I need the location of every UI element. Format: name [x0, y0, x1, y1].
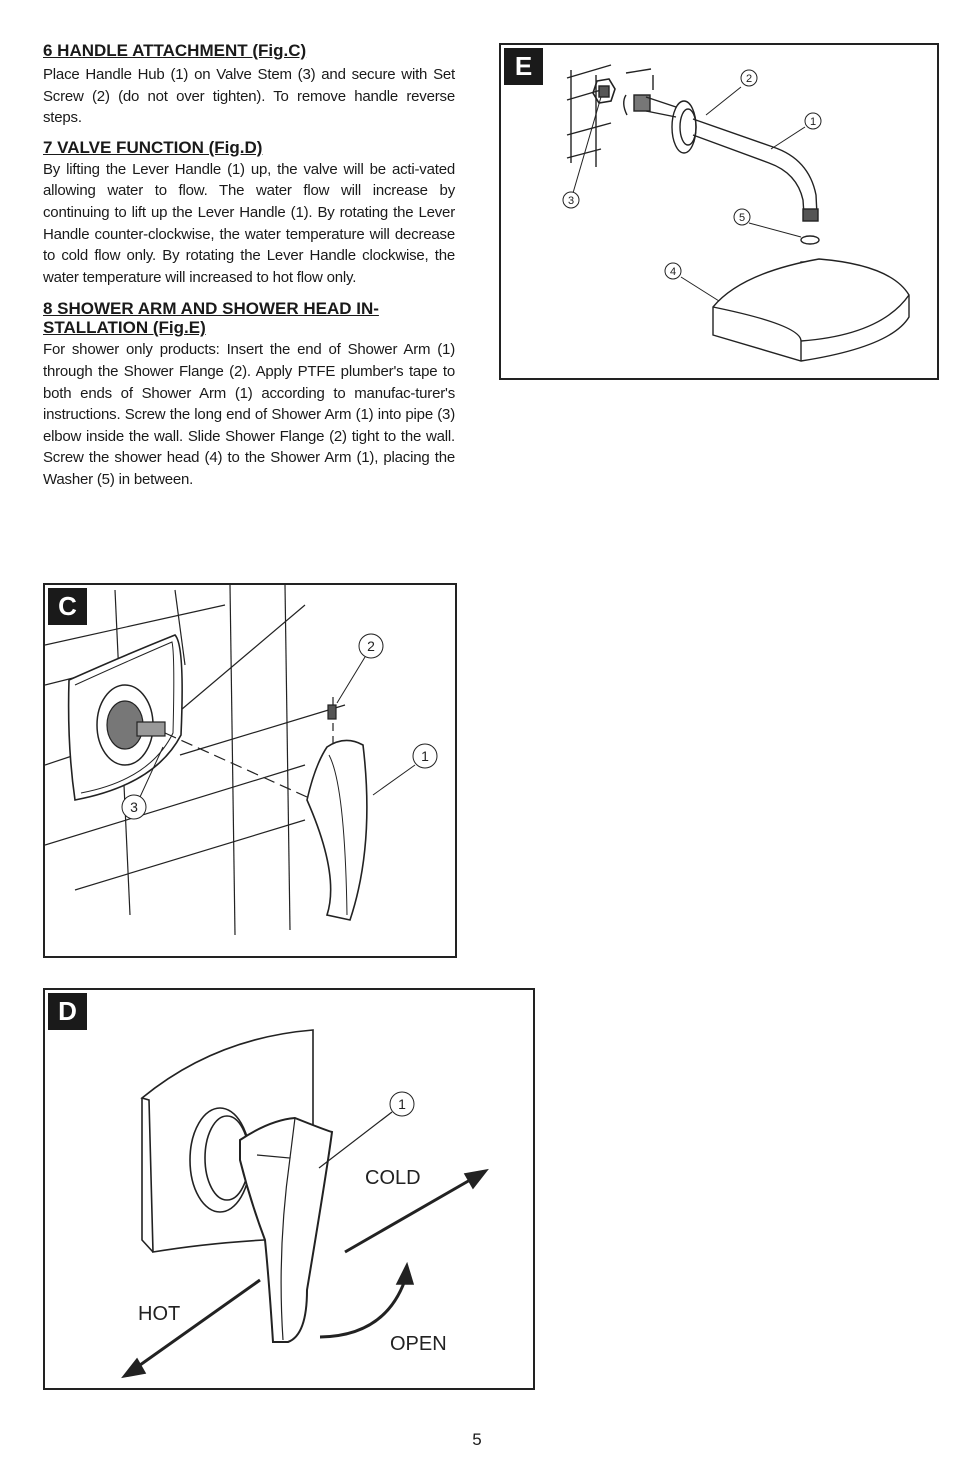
cold-label: COLD	[365, 1167, 421, 1189]
callout-e-3: 3	[568, 195, 574, 207]
shower-arm-illustration: 2 1 3 5 4	[562, 64, 910, 362]
instructions-column: 6 HANDLE ATTACHMENT (Fig.C) Place Handle…	[43, 41, 455, 491]
callout-c-1: 1	[421, 748, 429, 764]
section-7-heading: 7 VALVE FUNCTION (Fig.D)	[43, 137, 263, 157]
valve-function-illustration: 1 COLD HOT OPEN	[121, 1029, 489, 1379]
callout-c-3: 3	[130, 799, 138, 815]
callout-c-2: 2	[367, 638, 375, 654]
section-6-heading: 6 HANDLE ATTACHMENT (Fig.C)	[43, 41, 307, 60]
open-label: OPEN	[390, 1333, 447, 1355]
figure-e-label: E	[504, 48, 543, 85]
callout-e-2: 2	[746, 73, 752, 85]
hot-label: HOT	[138, 1303, 180, 1325]
figure-e: E	[499, 43, 939, 380]
figure-d: D 1 COLD HOT	[43, 988, 535, 1390]
callout-e-4: 4	[670, 266, 676, 278]
section-8-heading: 8 SHOWER ARM AND SHOWER HEAD IN-STALLATI…	[43, 299, 379, 338]
callout-e-1: 1	[810, 116, 816, 128]
section-8-body: For shower only products: Insert the end…	[43, 341, 455, 488]
section-6-body: Place Handle Hub (1) on Valve Stem (3) a…	[43, 66, 455, 127]
callout-d-1: 1	[398, 1096, 406, 1112]
section-7-body: By lifting the Lever Handle (1) up, the …	[43, 160, 455, 286]
figure-c: C	[43, 583, 457, 958]
figure-c-label: C	[48, 588, 87, 625]
figure-d-label: D	[48, 993, 87, 1030]
page-number: 5	[472, 1430, 482, 1449]
callout-e-5: 5	[739, 212, 745, 224]
handle-attachment-illustration: 2 1 3	[45, 585, 438, 936]
